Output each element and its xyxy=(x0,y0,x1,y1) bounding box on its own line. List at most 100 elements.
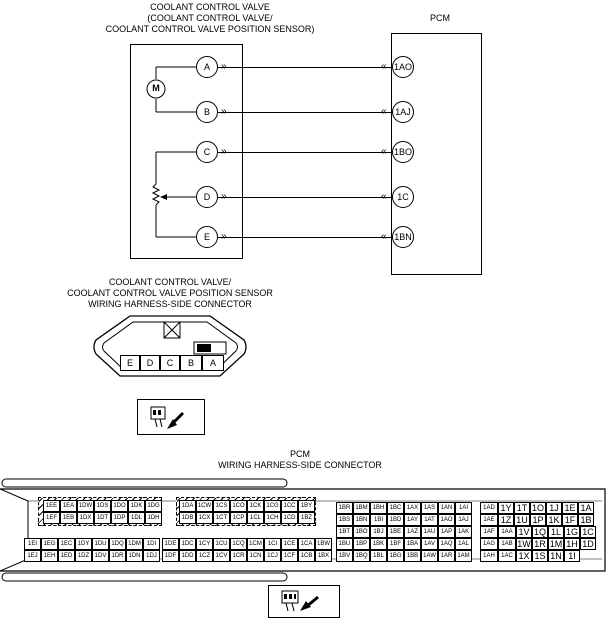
pcm-pin-cell: 1EA xyxy=(60,500,77,512)
pcm-pin-cell: 1CU xyxy=(213,538,230,550)
pcm-pin-cell: 1BR xyxy=(336,502,353,514)
pcm-pin-cell: 1BE xyxy=(387,526,404,538)
pcm-pin-cell: 1DR xyxy=(109,550,126,562)
pcm-pin-cell: 1AK xyxy=(455,526,472,538)
pcm-pin-cell: 1CY xyxy=(196,538,213,550)
pcm-pin-cell: 1AR xyxy=(438,550,455,562)
pcm-pin-cell: 1DS xyxy=(94,500,111,512)
pcm-pin-cell: 1DM xyxy=(126,538,143,550)
pcm-pin-cell: 1AL xyxy=(455,538,472,550)
pcm-pin-cell: 1BC xyxy=(387,502,404,514)
pcm-pin-cell: 1BG xyxy=(387,550,404,562)
pcm-pin-cell: 1AD xyxy=(480,502,498,514)
pcm-pin-cell: 1BF xyxy=(387,538,404,550)
pcm-pin-cell: 1CK xyxy=(247,500,264,512)
pcm-pin-cell: 1AJ xyxy=(455,514,472,526)
connector-chevron-icon: » xyxy=(221,146,226,157)
pcm-pin-cell: 1R xyxy=(532,538,548,550)
pcm-pin-cell: 1EH xyxy=(41,550,58,562)
component-title-line-1: COOLANT CONTROL VALVE xyxy=(150,2,270,12)
connector-chevron-icon: « xyxy=(381,146,386,157)
pcm-pin-cell: 1DC xyxy=(179,538,196,550)
pcm-pin-cell: 1AP xyxy=(438,526,455,538)
pcm-pin-cell: 1A xyxy=(578,502,594,514)
motor-icon: M xyxy=(152,83,160,93)
pcm-pin-cell: 1O xyxy=(530,502,546,514)
pcm-pin-cell: 1DK xyxy=(128,500,145,512)
pcm-pin-cell: 1BJ xyxy=(370,526,387,538)
pcm-pin-cell: 1CH xyxy=(264,512,281,524)
pcm-pin-cell: 1EB xyxy=(60,512,77,524)
pcm-pin-cell: 1F xyxy=(562,514,578,526)
pcm-pin-cell: 1S xyxy=(532,550,548,562)
connector-chevron-icon: » xyxy=(221,231,226,242)
connector-chevron-icon: « xyxy=(381,191,386,202)
pcm-pin-cell: 1BA xyxy=(404,538,421,550)
pcm-pin-cell: 1BH xyxy=(370,502,387,514)
harness-pin-b: B xyxy=(180,355,202,371)
pcm-pin-cell: 1BN xyxy=(353,514,370,526)
connector-chevron-icon: « xyxy=(381,61,386,72)
pcm-pin-cell: 1CL xyxy=(247,512,264,524)
pcm-pin-cell: 1B xyxy=(578,514,594,526)
pcm-pin-cell: 1BU xyxy=(336,538,353,550)
pcm-pin-cell: 1EF xyxy=(43,512,60,524)
connector-chevron-icon: « xyxy=(381,231,386,242)
pcm-pin-cell: 1X xyxy=(516,550,532,562)
valve-connector-shell xyxy=(93,315,247,377)
pcm-pin-cell: 1BS xyxy=(336,514,353,526)
pcm-pin-cell: 1J xyxy=(546,502,562,514)
pcm-pin-cell: 1Q xyxy=(532,526,548,538)
pcm-pin-cell: 1BO xyxy=(353,526,370,538)
pcm-pin-cell: 1BI xyxy=(370,514,387,526)
pcm-pin-cell: 1CB xyxy=(298,550,315,562)
connector-chevron-icon: » xyxy=(221,191,226,202)
pcm-pin-cell: 1CE xyxy=(281,538,298,550)
pcm-pin-cell: 1C xyxy=(580,526,596,538)
pcm-pin-cell: 1Y xyxy=(498,502,514,514)
pcm-pin-cell: 1CI xyxy=(264,538,281,550)
pcm-pin-cell: 1N xyxy=(548,550,564,562)
pcm-pin-cell: 1CV xyxy=(213,550,230,562)
pcm-pin-cell: 1Z xyxy=(498,514,514,526)
pcm-pin-cell: 1DE xyxy=(162,538,179,550)
pcm-pin-cell: 1CC xyxy=(281,500,298,512)
pcm-pin-cell: 1BX xyxy=(315,550,332,562)
harness-pin-c: C xyxy=(160,355,180,371)
pcm-pin-1c: 1C xyxy=(392,186,414,208)
pcm-pin-cell: 1CT xyxy=(213,512,230,524)
pcm-pin-cell: 1AY xyxy=(404,514,421,526)
pcm-pin-cell: 1CQ xyxy=(230,538,247,550)
pcm-pin-cell: 1E xyxy=(562,502,578,514)
pcm-pin-cell: 1BT xyxy=(336,526,353,538)
pcm-pin-cell: 1AU xyxy=(421,526,438,538)
pcm-pin-cell: 1AH xyxy=(480,550,498,562)
wire-e xyxy=(218,237,394,238)
component-pin-a: A xyxy=(196,56,218,78)
pcm-pin-cell: 1DI xyxy=(143,538,160,550)
harness-pin-d: D xyxy=(140,355,160,371)
pcm-pin-cell: 1DZ xyxy=(75,550,92,562)
pcm-pin-cell: 1W xyxy=(516,538,532,550)
pcm-pin-cell: 1DF xyxy=(162,550,179,562)
pcm-pin-cell: 1BB xyxy=(404,550,421,562)
pcm-pin-1ao: 1AO xyxy=(392,56,414,78)
pcm-pin-cell: 1P xyxy=(530,514,546,526)
connector-chevron-icon: » xyxy=(221,106,226,117)
pcm-view-direction-icon xyxy=(268,585,340,618)
pcm-pin-cell: 1DY xyxy=(75,538,92,550)
pcm-pin-cell: 1M xyxy=(548,538,564,550)
pcm-pin-cell: 1DH xyxy=(145,512,162,524)
pcm-connector-title-line-2: WIRING HARNESS-SIDE CONNECTOR xyxy=(218,460,382,470)
pcm-pin-1bn: 1BN xyxy=(392,226,414,248)
pcm-pin-cell: 1T xyxy=(514,502,530,514)
pcm-pin-cell: 1BD xyxy=(387,514,404,526)
pcm-pin-cell: 1DD xyxy=(179,550,196,562)
pcm-pin-cell: 1DO xyxy=(111,500,128,512)
pcm-pin-cell: 1DQ xyxy=(109,538,126,550)
pcm-pin-cell: 1U xyxy=(514,514,530,526)
pcm-pin-1bo: 1BO xyxy=(392,141,414,163)
pcm-pin-cell: 1AS xyxy=(421,502,438,514)
pcm-pin-cell: 1AM xyxy=(455,550,472,562)
pcm-pin-cell: 1BP xyxy=(353,538,370,550)
